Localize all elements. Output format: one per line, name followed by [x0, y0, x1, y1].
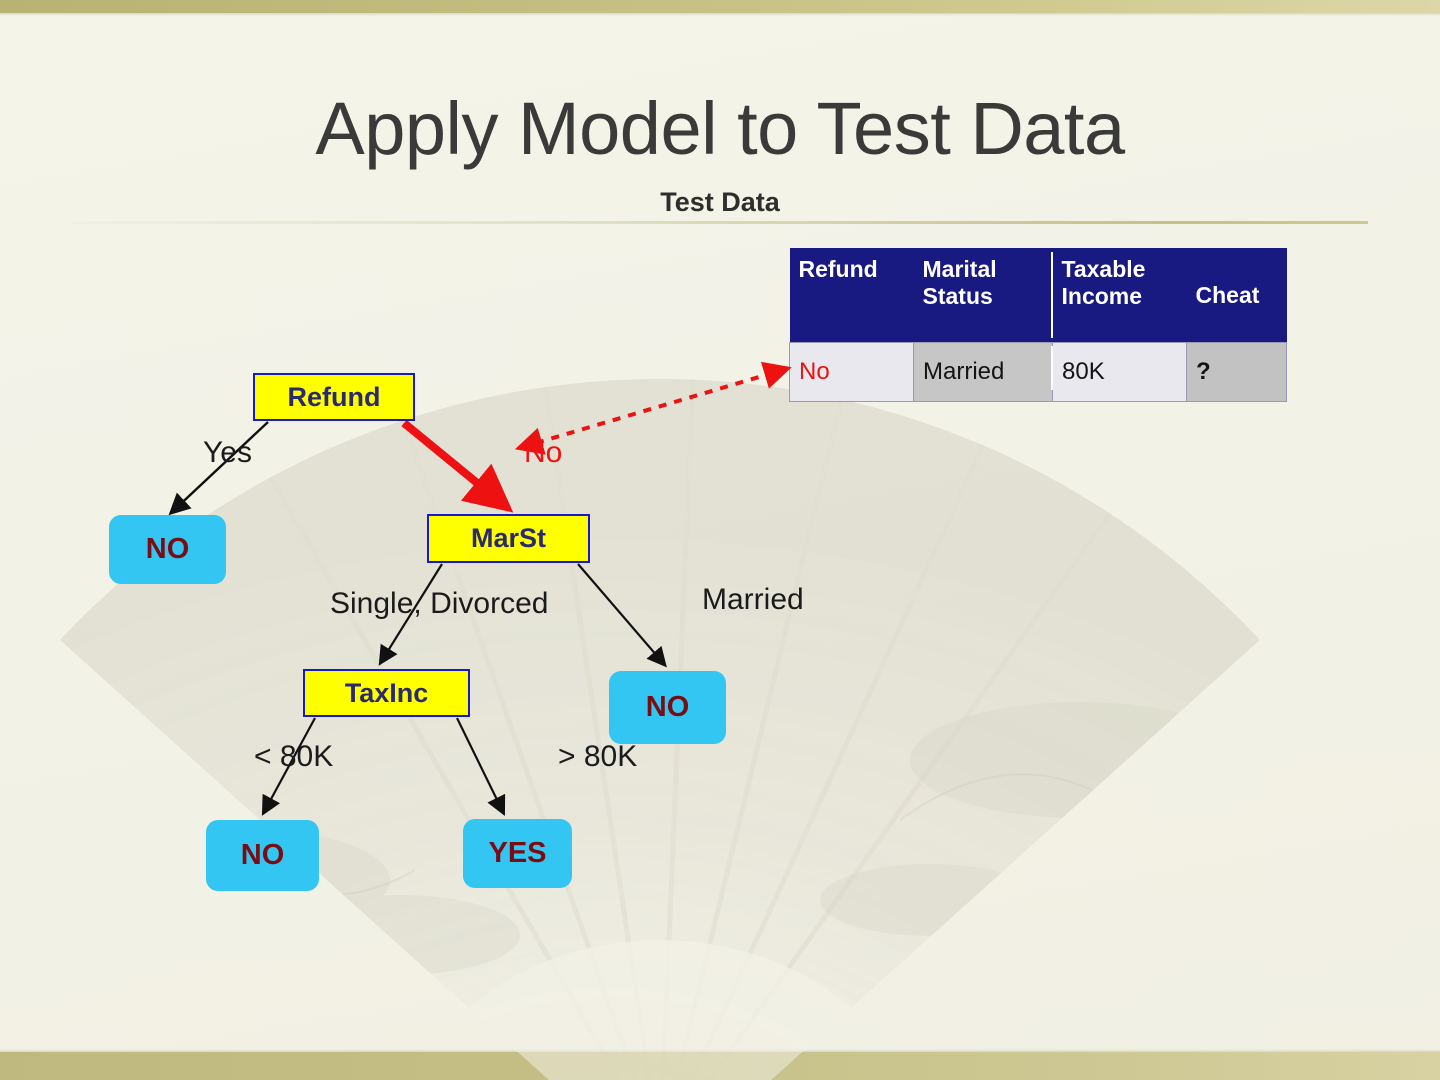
- tree-node-taxinc[interactable]: TaxInc: [303, 669, 470, 717]
- table-header-row: Refund Marital Status Taxable Income Che…: [789, 248, 1287, 343]
- cell-cheat: ?: [1186, 342, 1287, 402]
- cell-column-separator: [1051, 346, 1053, 390]
- table-caption: Test Data: [660, 187, 780, 217]
- table-row: No Married 80K ?: [789, 342, 1287, 402]
- tree-leaf-label: NO: [240, 839, 285, 871]
- cell-taxable-income: 80K: [1052, 342, 1187, 402]
- tree-leaf-yes-high-income[interactable]: YES: [463, 819, 572, 888]
- edge-label-lt-80k: < 80K: [254, 740, 334, 773]
- column-header-taxable-income: Taxable Income: [1052, 248, 1187, 343]
- column-header-refund: Refund: [789, 248, 914, 343]
- tree-leaf-no-refund-yes[interactable]: NO: [109, 515, 226, 584]
- edge-label-no: No: [524, 436, 563, 469]
- top-band-shadow: [0, 13, 1440, 16]
- column-header-marital-status: Marital Status: [913, 248, 1053, 343]
- title-divider: [72, 221, 1368, 224]
- tree-leaf-label: NO: [645, 691, 690, 723]
- test-data-table: Refund Marital Status Taxable Income Che…: [789, 248, 1287, 402]
- tree-node-label: TaxInc: [344, 677, 429, 708]
- tree-node-refund[interactable]: Refund: [253, 373, 415, 421]
- edge-label-single-divorced: Single, Divorced: [330, 587, 549, 620]
- top-decorative-band: [0, 0, 1440, 13]
- bottom-band-shadow: [0, 1049, 1440, 1052]
- header-column-separator: [1051, 252, 1053, 338]
- tree-node-label: Refund: [287, 381, 381, 412]
- tree-node-marst[interactable]: MarSt: [427, 514, 590, 563]
- edge-label-gt-80k: > 80K: [558, 740, 638, 773]
- tree-leaf-label: NO: [145, 533, 190, 565]
- tree-leaf-label: YES: [488, 837, 547, 869]
- tree-leaf-no-married[interactable]: NO: [609, 671, 726, 744]
- cell-marital-status: Married: [913, 342, 1053, 402]
- tree-node-label: MarSt: [470, 523, 546, 553]
- cell-refund: No: [789, 342, 914, 402]
- slide-title: Apply Model to Test Data: [315, 87, 1125, 170]
- bottom-decorative-band: [0, 1052, 1440, 1080]
- column-header-cheat: Cheat: [1186, 248, 1287, 343]
- edge-label-married: Married: [702, 583, 804, 616]
- tree-leaf-no-low-income[interactable]: NO: [206, 820, 319, 891]
- edge-label-yes: Yes: [203, 436, 252, 469]
